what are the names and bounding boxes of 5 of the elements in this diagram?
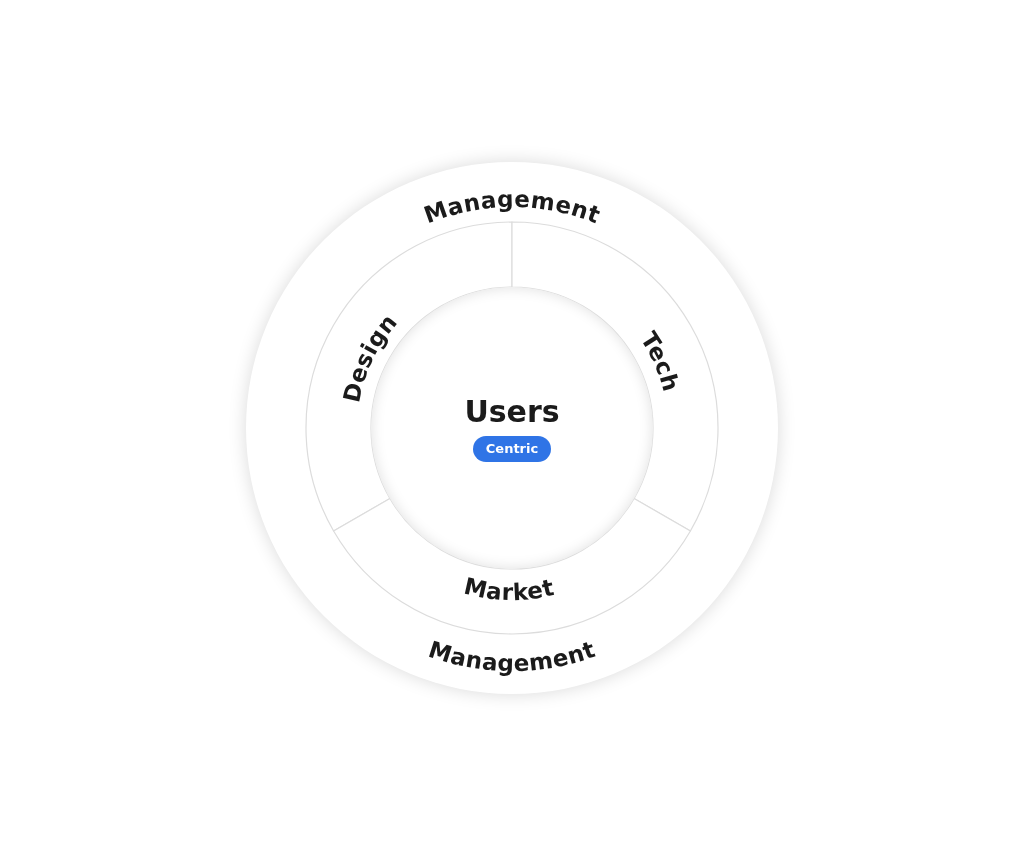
ring-label: Management — [420, 185, 605, 229]
segment-label: Market — [461, 572, 557, 606]
badge: Centric — [472, 436, 552, 462]
center-title: Users — [464, 394, 560, 430]
ring-label: Management — [425, 635, 599, 677]
